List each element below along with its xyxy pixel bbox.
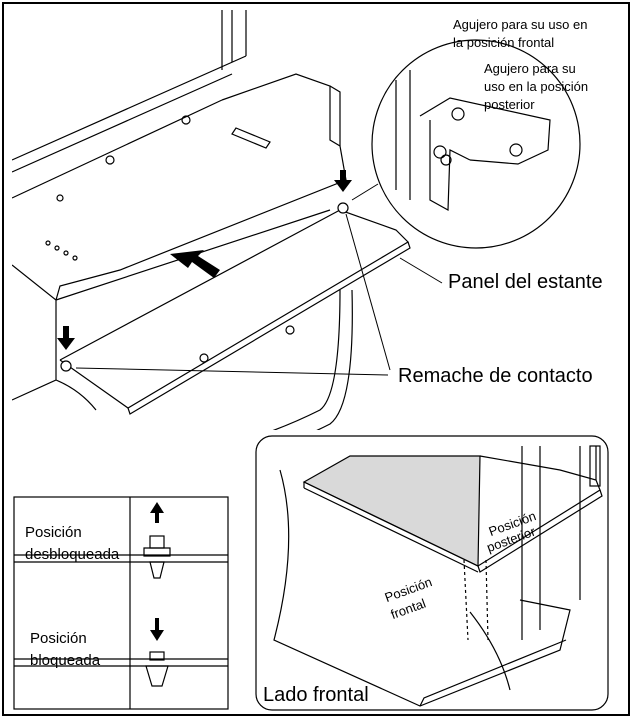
hole-rear-label-2: uso en la posición	[484, 79, 589, 94]
front-side-inset	[255, 435, 609, 711]
down-arrow-icon	[57, 326, 75, 350]
hole-rear-label-3: posterior	[484, 97, 535, 112]
push-arrow-icon	[170, 250, 220, 278]
hole-front-label-2: la posición frontal	[453, 35, 555, 50]
up-arrow-icon	[150, 502, 164, 523]
lock-inset	[13, 496, 229, 710]
down-arrow-icon	[334, 170, 352, 192]
locked-label-2: bloqueada	[30, 652, 101, 669]
down-arrow-icon	[150, 618, 164, 641]
contact-rivet-label: Remache de contacto	[398, 365, 593, 387]
cabinet-illustration	[12, 10, 411, 430]
hole-front-label-1: Agujero para su uso en	[453, 17, 588, 32]
unlocked-label-1: Posición	[25, 524, 82, 541]
shelf-panel-label: Panel del estante	[448, 271, 603, 293]
locked-label-1: Posición	[30, 630, 87, 647]
contact-rivet	[337, 202, 349, 214]
front-side-label: Lado frontal	[263, 684, 369, 706]
hole-detail	[371, 39, 581, 249]
unlocked-label-2: desbloqueada	[25, 546, 120, 563]
hole-rear-label-1: Agujero para su	[484, 61, 576, 76]
contact-rivet	[60, 360, 72, 372]
